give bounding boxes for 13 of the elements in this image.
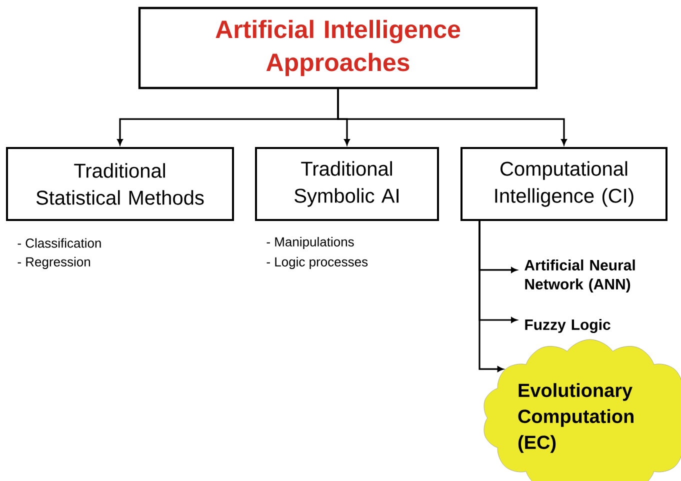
list-item: - Logic processes xyxy=(266,256,368,270)
arrow xyxy=(337,89,567,145)
title-box: Artificial Intelligence Approaches xyxy=(138,6,538,90)
branch-label: Fuzzy Logic xyxy=(525,318,610,334)
list-item: - Regression xyxy=(18,256,90,270)
list-item: - Classification xyxy=(18,238,101,248)
category-box: Computational Intelligence (CI) xyxy=(460,147,668,221)
category-box: Traditional Symbolic AI xyxy=(255,147,439,221)
highlight-cloud: Evolutionary Computation (EC) xyxy=(484,339,681,481)
category-box: Traditional Statistical Methods xyxy=(6,147,234,221)
list-item: - Manipulations xyxy=(266,236,354,250)
branch-label: Artificial Neural Network (ANN) xyxy=(524,260,635,292)
arrow xyxy=(478,221,504,372)
